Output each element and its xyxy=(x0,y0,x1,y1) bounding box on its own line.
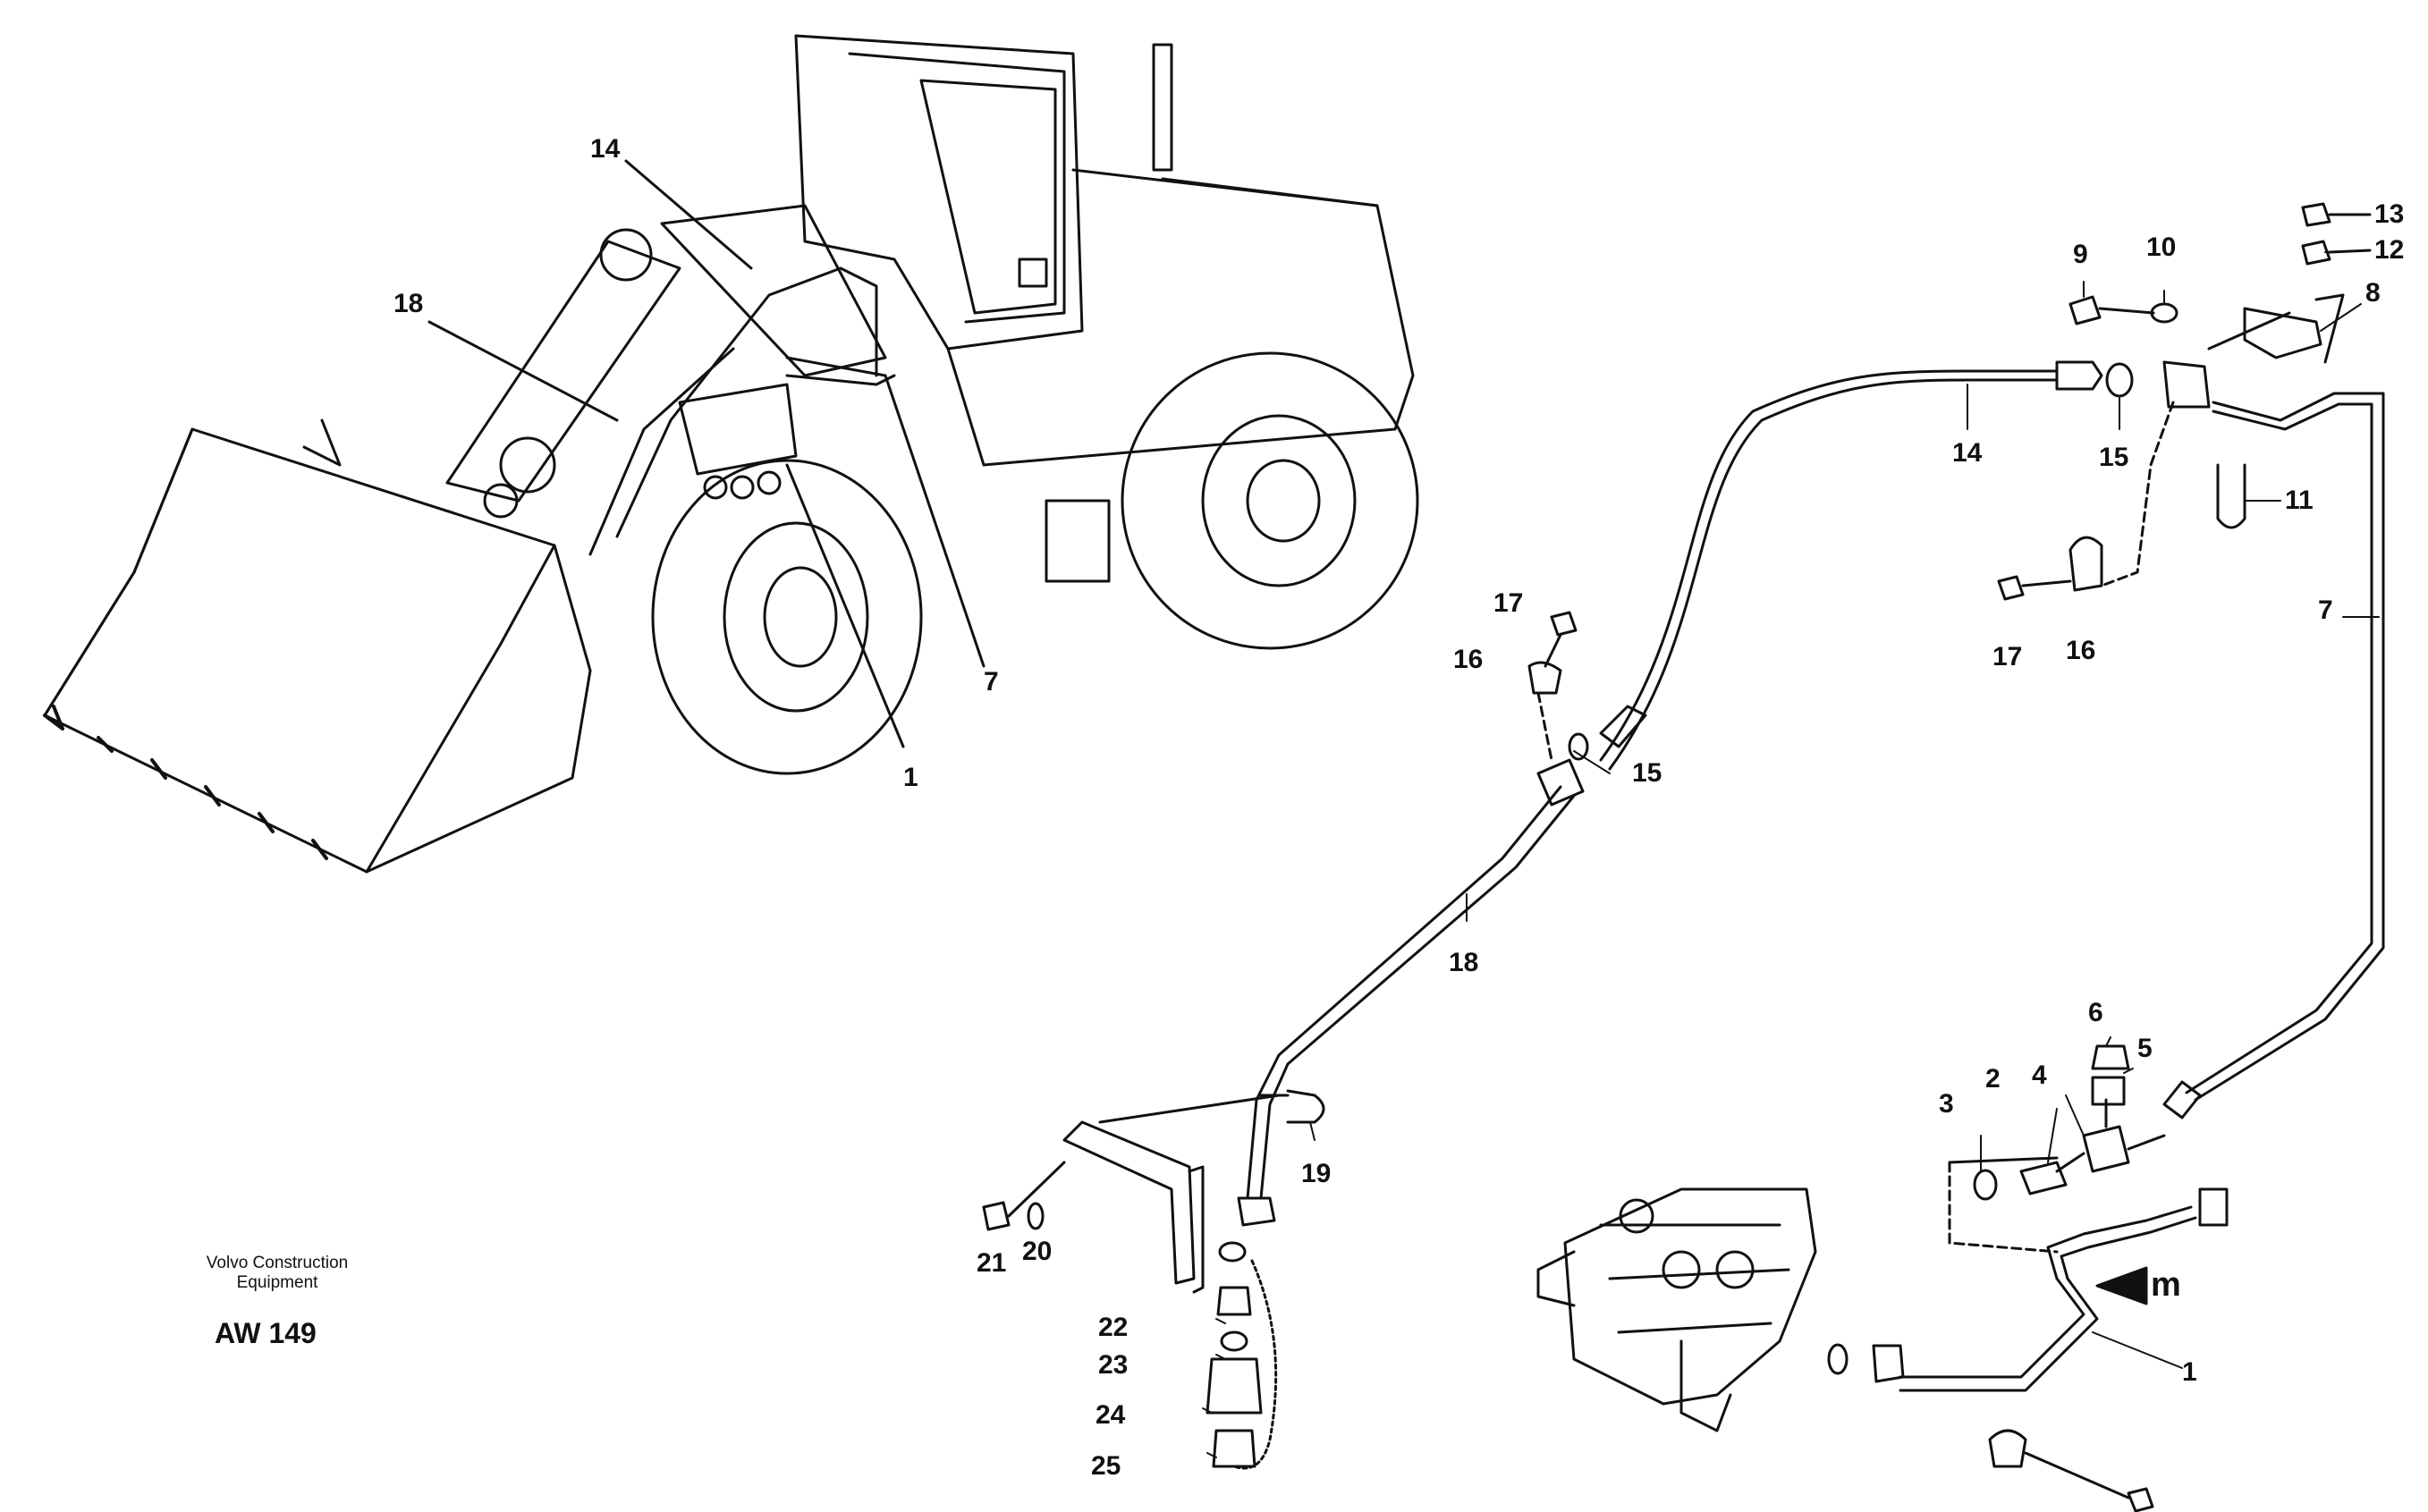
tube-1-flange xyxy=(2198,1187,2229,1227)
clamp-set-upper xyxy=(1997,360,2211,601)
callout-3: 3 xyxy=(1939,1089,1954,1119)
callout-18: 18 xyxy=(1449,948,1479,977)
callout-loader-14: 14 xyxy=(590,134,621,164)
seal-23 xyxy=(1220,1330,1248,1352)
callout-20: 20 xyxy=(1022,1237,1053,1266)
callout-7: 7 xyxy=(2318,596,2333,625)
tee-fitting-4 xyxy=(2082,1125,2130,1173)
view-arrow-m xyxy=(2095,1266,2148,1305)
callout-22: 22 xyxy=(1098,1313,1129,1342)
callout-13: 13 xyxy=(2374,199,2405,229)
coupling-24 xyxy=(1206,1357,1263,1415)
callout-loader-7: 7 xyxy=(984,667,999,697)
brand-line-2: Equipment xyxy=(236,1272,318,1292)
callout-loader-1: 1 xyxy=(903,763,918,792)
seal-3 xyxy=(1973,1169,1998,1201)
callout-17-lower: 17 xyxy=(1493,588,1524,618)
bracket-19-assembly xyxy=(982,1089,1325,1294)
callout-9: 9 xyxy=(2073,240,2088,269)
tube-18-flange xyxy=(1536,758,1585,807)
washer-top xyxy=(1218,1241,1247,1263)
bolt-17-upper xyxy=(1997,575,2025,601)
callout-8: 8 xyxy=(2365,278,2381,308)
flange-clamp-upper xyxy=(2162,360,2211,409)
callout-24: 24 xyxy=(1096,1400,1126,1430)
bolt-9 xyxy=(2068,295,2102,325)
callout-1: 1 xyxy=(2182,1357,2197,1387)
clamp-lower-right xyxy=(1988,1429,2027,1468)
nut-21 xyxy=(982,1201,1011,1231)
boom-arm xyxy=(445,240,681,503)
callout-14: 14 xyxy=(1952,438,1983,468)
brand-block: Volvo Construction Equipment xyxy=(179,1254,376,1293)
loader-control-valve xyxy=(678,383,798,500)
tube-18 xyxy=(1237,758,1585,1227)
o-ring-15-lower xyxy=(1568,732,1589,761)
brand-line-1: Volvo Construction xyxy=(206,1254,349,1272)
callout-loader-18: 18 xyxy=(393,289,424,318)
quick-coupling-stack xyxy=(1206,1241,1278,1470)
hose-14-end-fitting-lower xyxy=(1599,705,1647,748)
washer-20 xyxy=(1027,1202,1045,1230)
tube-7-end-nut xyxy=(2162,1080,2202,1119)
loader-line-14 xyxy=(615,266,878,538)
lower-hardware xyxy=(1827,1156,2154,1512)
u-bolt-11 xyxy=(2216,463,2246,529)
exhaust-stack xyxy=(1152,43,1173,172)
callout-25: 25 xyxy=(1091,1451,1121,1481)
clamp-16-lower xyxy=(1527,661,1562,695)
view-marker-m: m xyxy=(2151,1266,2181,1304)
o-ring-lower-right xyxy=(1827,1343,1848,1375)
wheel-loader-illustration xyxy=(43,34,1419,874)
clamp-16-upper xyxy=(2068,536,2103,592)
bolt-17-lower xyxy=(1550,611,1578,637)
loader-bucket xyxy=(43,427,592,874)
adapter-5 xyxy=(2091,1076,2126,1106)
callout-15-lower: 15 xyxy=(1632,758,1662,788)
callout-23: 23 xyxy=(1098,1350,1129,1380)
nut-lower-right xyxy=(1872,1344,1905,1383)
callout-16-lower: 16 xyxy=(1453,645,1484,674)
callout-12: 12 xyxy=(2374,235,2405,265)
loader-line-18 xyxy=(588,347,735,556)
callout-5: 5 xyxy=(2137,1034,2153,1063)
tube-18-nut xyxy=(1237,1196,1276,1227)
o-ring-15-upper xyxy=(2105,362,2134,398)
callout-leaders xyxy=(1202,214,2380,1458)
tee-assembly xyxy=(1973,1044,2166,1201)
front-tire xyxy=(651,459,923,775)
callout-4: 4 xyxy=(2032,1060,2047,1090)
clip-12 xyxy=(2301,240,2331,266)
hose-14 xyxy=(1599,360,2103,771)
tube-1 xyxy=(1899,1187,2229,1392)
washer-10 xyxy=(2150,302,2178,324)
adapter-22 xyxy=(1216,1286,1252,1316)
clip-13 xyxy=(2301,202,2331,227)
main-control-valve xyxy=(1536,1187,1817,1432)
callout-11: 11 xyxy=(2285,486,2314,515)
hose-14-end-fitting-upper xyxy=(2055,360,2103,391)
bolt-lower-right xyxy=(2127,1487,2154,1512)
nipple-2 xyxy=(2019,1161,2068,1195)
callout-19: 19 xyxy=(1301,1159,1332,1188)
cap-6 xyxy=(2091,1044,2130,1070)
callout-6: 6 xyxy=(2088,998,2103,1027)
callout-17-upper: 17 xyxy=(1992,642,2023,672)
callout-2: 2 xyxy=(1985,1064,2001,1094)
tube-7 xyxy=(2162,392,2385,1119)
callout-16-upper: 16 xyxy=(2066,636,2096,665)
callout-21: 21 xyxy=(977,1248,1007,1278)
bucket-teeth xyxy=(43,705,328,860)
dust-cap-25 xyxy=(1212,1429,1256,1468)
clamp-set-lower xyxy=(1527,611,1589,762)
callout-10: 10 xyxy=(2146,232,2177,262)
rear-tire xyxy=(1121,351,1419,650)
callout-15-upper: 15 xyxy=(2099,443,2129,472)
drawing-code: AW 149 xyxy=(215,1317,317,1349)
u-bolt-19 xyxy=(1286,1089,1325,1124)
